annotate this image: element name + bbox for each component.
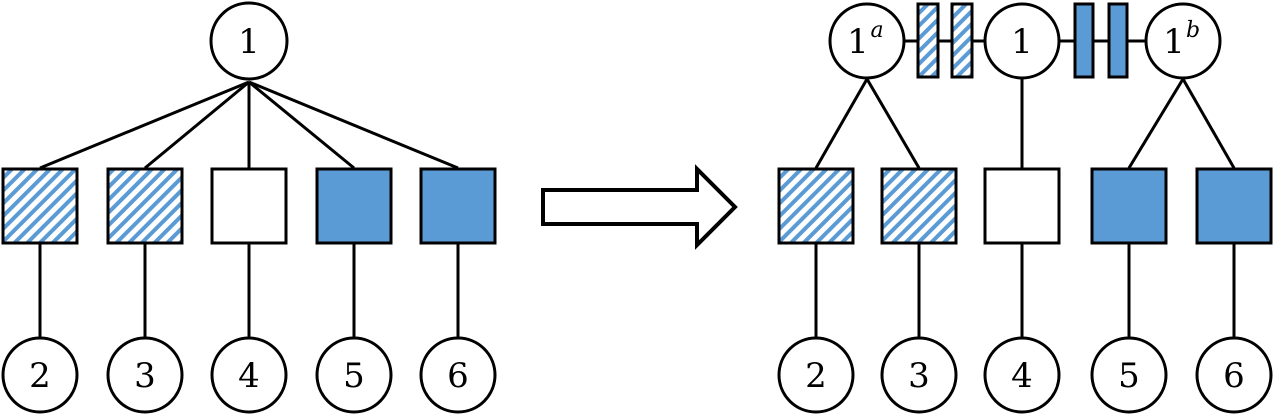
left-leaf-edges bbox=[38, 244, 460, 337]
right-top-edges bbox=[814, 78, 1236, 169]
right-leaf-node-6: 6 bbox=[1195, 336, 1273, 414]
left-factor-solid-1 bbox=[315, 167, 393, 245]
left-leaf-node-6: 6 bbox=[419, 336, 497, 414]
left-graph: 1 2 3 4 5 6 bbox=[1, 1, 497, 414]
right-leaf-edges bbox=[814, 244, 1236, 337]
left-factor-hatched-1 bbox=[1, 167, 79, 245]
right-top-node-1b: 1 b bbox=[1144, 2, 1222, 80]
right-factor-hatched-2 bbox=[880, 167, 958, 245]
right-top-node-1a: 1 a bbox=[828, 2, 906, 80]
right-leaf-label-4: 4 bbox=[1011, 356, 1033, 396]
right-top-node-1-base: 1 bbox=[1011, 22, 1033, 62]
left-factor-hatched-2 bbox=[106, 167, 184, 245]
right-top-node-1: 1 bbox=[983, 2, 1061, 80]
left-root-edges bbox=[39, 80, 459, 170]
transform-arrow bbox=[541, 164, 738, 250]
right-top-node-1a-sup: a bbox=[870, 18, 883, 43]
right-leaf-label-2: 2 bbox=[805, 356, 827, 396]
right-leaf-label-3: 3 bbox=[908, 356, 930, 396]
right-factor-empty bbox=[983, 167, 1061, 245]
right-leaf-node-2: 2 bbox=[777, 336, 855, 414]
right-leaf-label-5: 5 bbox=[1118, 356, 1140, 396]
right-leaf-node-5: 5 bbox=[1090, 336, 1168, 414]
right-chain-factor-solid-1 bbox=[1073, 2, 1095, 79]
right-top-node-1a-base: 1 bbox=[847, 22, 869, 62]
left-leaf-node-4: 4 bbox=[210, 336, 288, 414]
left-leaf-label-2: 2 bbox=[29, 356, 51, 396]
left-leaf-label-6: 6 bbox=[447, 356, 469, 396]
left-leaf-node-2: 2 bbox=[1, 336, 79, 414]
left-leaf-label-3: 3 bbox=[134, 356, 156, 396]
right-chain-factor-hatched-1 bbox=[916, 2, 940, 79]
right-leaf-node-4: 4 bbox=[983, 336, 1061, 414]
right-top-node-1b-sup: b bbox=[1186, 18, 1200, 43]
right-factor-hatched-1 bbox=[777, 167, 855, 245]
right-factor-solid-2 bbox=[1195, 167, 1273, 245]
right-graph: 1 a 1 1 b 2 3 bbox=[777, 2, 1273, 414]
right-leaf-label-6: 6 bbox=[1223, 356, 1245, 396]
left-root-node: 1 bbox=[209, 1, 289, 81]
right-chain-factor-solid-2 bbox=[1107, 2, 1129, 79]
left-root-label: 1 bbox=[238, 22, 260, 62]
left-leaf-node-3: 3 bbox=[106, 336, 184, 414]
right-leaf-node-3: 3 bbox=[880, 336, 958, 414]
left-leaf-label-5: 5 bbox=[343, 356, 365, 396]
left-factor-solid-2 bbox=[419, 167, 497, 245]
left-leaf-node-5: 5 bbox=[315, 336, 393, 414]
right-chain-factor-hatched-2 bbox=[950, 2, 974, 79]
left-leaf-label-4: 4 bbox=[238, 356, 260, 396]
left-factor-empty bbox=[210, 167, 288, 245]
right-factor-solid-1 bbox=[1090, 167, 1168, 245]
right-top-node-1b-base: 1 bbox=[1163, 22, 1185, 62]
